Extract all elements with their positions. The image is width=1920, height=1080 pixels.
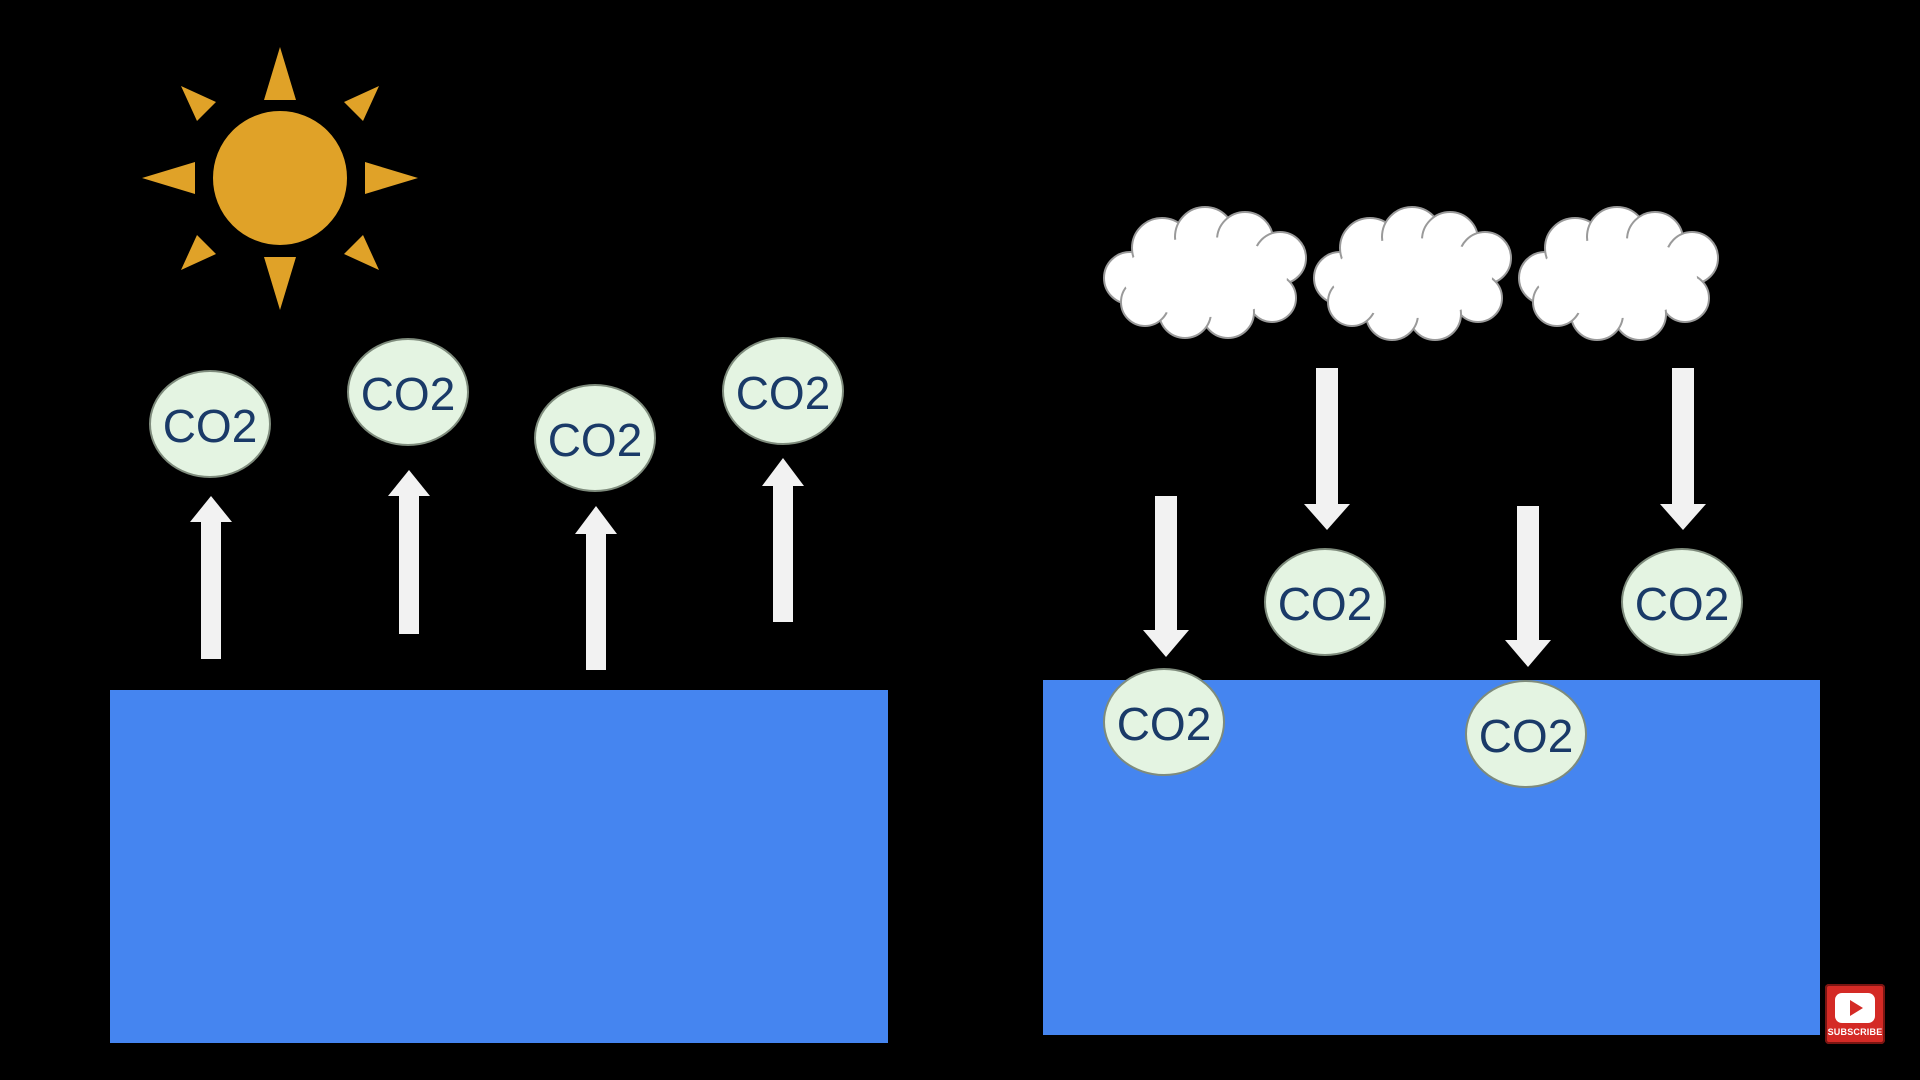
- up-arrow: [762, 458, 804, 622]
- down-arrow: [1505, 506, 1551, 667]
- warm-water-body: [110, 690, 888, 1043]
- co2-label: CO2: [1278, 578, 1373, 630]
- co2-label: CO2: [1635, 578, 1730, 630]
- co2-label: CO2: [163, 400, 258, 452]
- co2-molecule: CO2: [1264, 548, 1386, 656]
- co2-label: CO2: [736, 367, 831, 419]
- co2-molecule: CO2: [347, 338, 469, 446]
- sun-icon: [142, 47, 418, 310]
- cloud-icon: [1518, 206, 1719, 341]
- down-arrow: [1304, 368, 1350, 530]
- left-panel: CO2 CO2 CO2 CO2: [110, 47, 888, 1043]
- co2-molecule: CO2: [722, 337, 844, 445]
- subscribe-label: SUBSCRIBE: [1827, 1027, 1883, 1037]
- up-arrow: [388, 470, 430, 634]
- co2-molecule: CO2: [1465, 680, 1587, 788]
- co2-label: CO2: [1479, 710, 1574, 762]
- co2-molecule: CO2: [149, 370, 271, 478]
- up-arrow: [575, 506, 617, 670]
- cloud-icon: [1103, 206, 1307, 339]
- down-arrow: [1143, 496, 1189, 657]
- co2-molecule: CO2: [534, 384, 656, 492]
- co2-label: CO2: [361, 368, 456, 420]
- co2-molecule: CO2: [1621, 548, 1743, 656]
- subscribe-button[interactable]: SUBSCRIBE: [1825, 984, 1885, 1044]
- co2-molecule: CO2: [1103, 668, 1225, 776]
- co2-label: CO2: [1117, 698, 1212, 750]
- co2-label: CO2: [548, 414, 643, 466]
- up-arrow: [190, 496, 232, 659]
- cloud-icon: [1313, 206, 1512, 341]
- down-arrow: [1660, 368, 1706, 530]
- right-panel: CO2 CO2 CO2 CO2: [1043, 206, 1820, 1035]
- play-icon: [1835, 993, 1875, 1023]
